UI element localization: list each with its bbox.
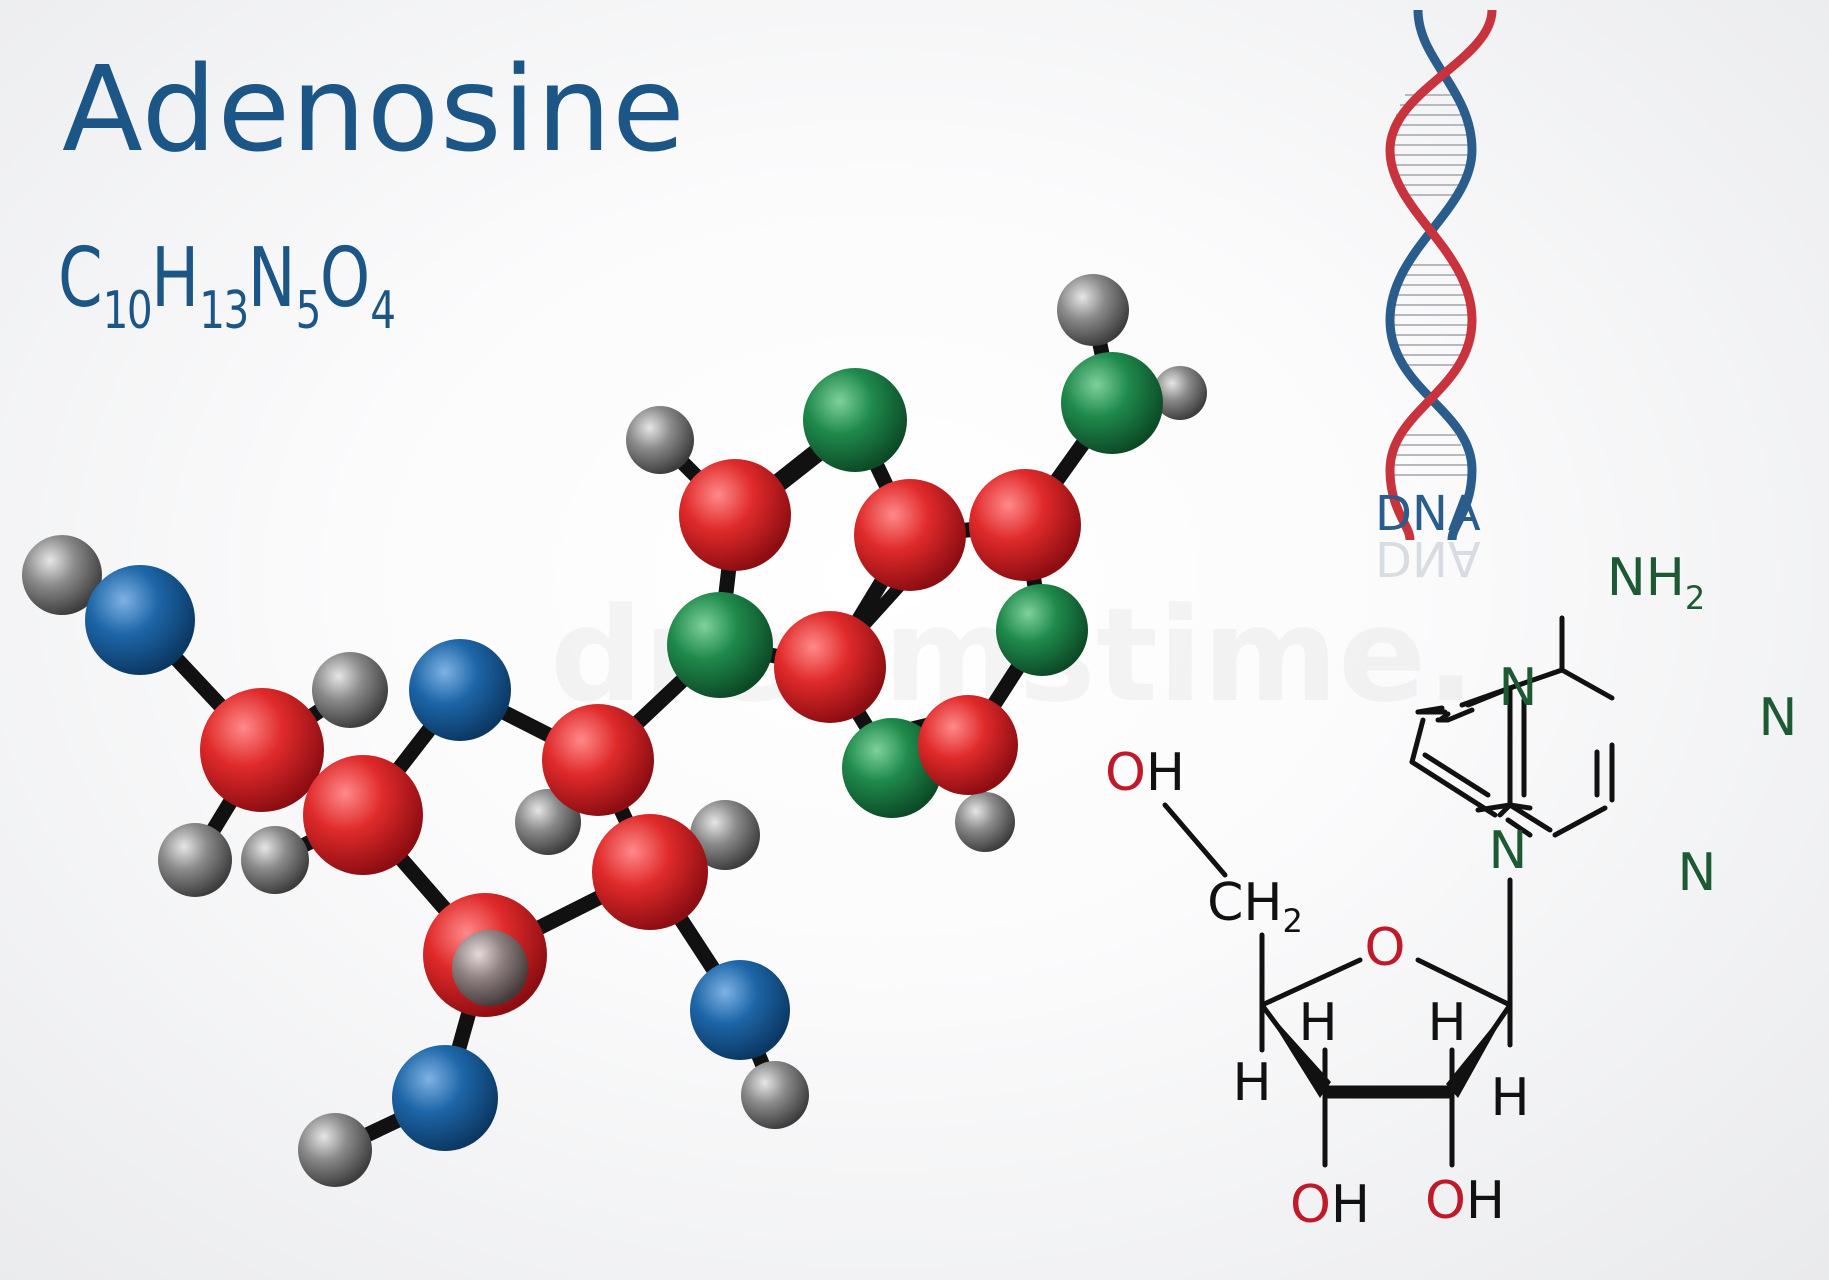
hydrogen-atom xyxy=(690,800,760,870)
formula-element: N xyxy=(247,231,296,326)
formula-element: O xyxy=(319,231,371,326)
oxygen-atom xyxy=(690,960,790,1060)
hydrogen-atom xyxy=(1057,274,1129,346)
carbon-atom xyxy=(854,479,966,591)
nitrogen-atom xyxy=(803,368,907,472)
carbon-atom xyxy=(200,688,324,812)
carbon-atom xyxy=(303,755,423,875)
formula-count: 4 xyxy=(370,281,396,341)
hydrogen-atom xyxy=(158,823,232,897)
oxygen-atom xyxy=(85,565,195,675)
n-label: N xyxy=(1489,821,1528,881)
ring-oxygen-label: O xyxy=(1365,918,1406,978)
nitrogen-atom xyxy=(667,592,773,698)
page-title: Adenosine xyxy=(62,40,686,178)
hydrogen-atom xyxy=(241,826,309,894)
oh-top-label: OH xyxy=(1105,743,1185,803)
carbon-atom xyxy=(969,469,1081,581)
carbon-atom xyxy=(679,459,791,571)
formula-count: 13 xyxy=(199,281,249,341)
dna-icon: DNA DNA xyxy=(1375,9,1497,586)
h-label: H xyxy=(1298,993,1337,1053)
hydrogen-atom xyxy=(298,1113,372,1187)
molecular-formula: C10H13N5O4 xyxy=(58,238,396,338)
hydrogen-atom xyxy=(741,1061,809,1129)
h-label: H xyxy=(1490,1068,1529,1128)
ch2-label: CH2 xyxy=(1207,873,1303,940)
formula-count: 5 xyxy=(295,281,322,341)
atoms xyxy=(22,274,1207,1187)
hydrogen-atom xyxy=(1153,366,1207,420)
hydrogen-atom xyxy=(452,930,528,1006)
n-label: N xyxy=(1678,843,1717,903)
hydrogen-atom xyxy=(22,535,102,615)
n-label: N xyxy=(1759,688,1798,748)
dna-label-reflection: DNA xyxy=(1375,530,1481,586)
hydrogen-atom xyxy=(312,652,388,728)
hydrogen-atom xyxy=(955,792,1015,852)
ball-and-stick-model xyxy=(22,274,1207,1187)
carbon-atom xyxy=(592,814,708,930)
formula-element: H xyxy=(151,231,200,326)
carbon-atom xyxy=(542,704,654,816)
dna-label: DNA xyxy=(1375,486,1481,542)
n-label: N xyxy=(1499,658,1538,718)
h-label: H xyxy=(1427,993,1466,1053)
hydrogen-atom xyxy=(515,789,581,855)
nitrogen-atom xyxy=(996,584,1088,676)
carbon-atom xyxy=(918,695,1018,795)
hydrogen-atom xyxy=(626,406,694,474)
oh-left-label: OH xyxy=(1290,1175,1370,1235)
carbon-atom xyxy=(774,611,886,723)
nh2-label: NH2 xyxy=(1607,548,1705,617)
nitrogen-atom xyxy=(842,718,942,818)
h-label: H xyxy=(1232,1053,1271,1113)
nitrogen-atom xyxy=(1061,352,1163,454)
skeletal-formula: NH2 N N N N OH CH2 O H H H H OH OH xyxy=(1105,548,1797,1235)
oxygen-atom xyxy=(409,639,511,741)
oh-right-label: OH xyxy=(1425,1171,1505,1231)
formula-count: 10 xyxy=(102,281,153,341)
oxygen-atom xyxy=(392,1045,498,1151)
formula-element: C xyxy=(58,231,103,326)
